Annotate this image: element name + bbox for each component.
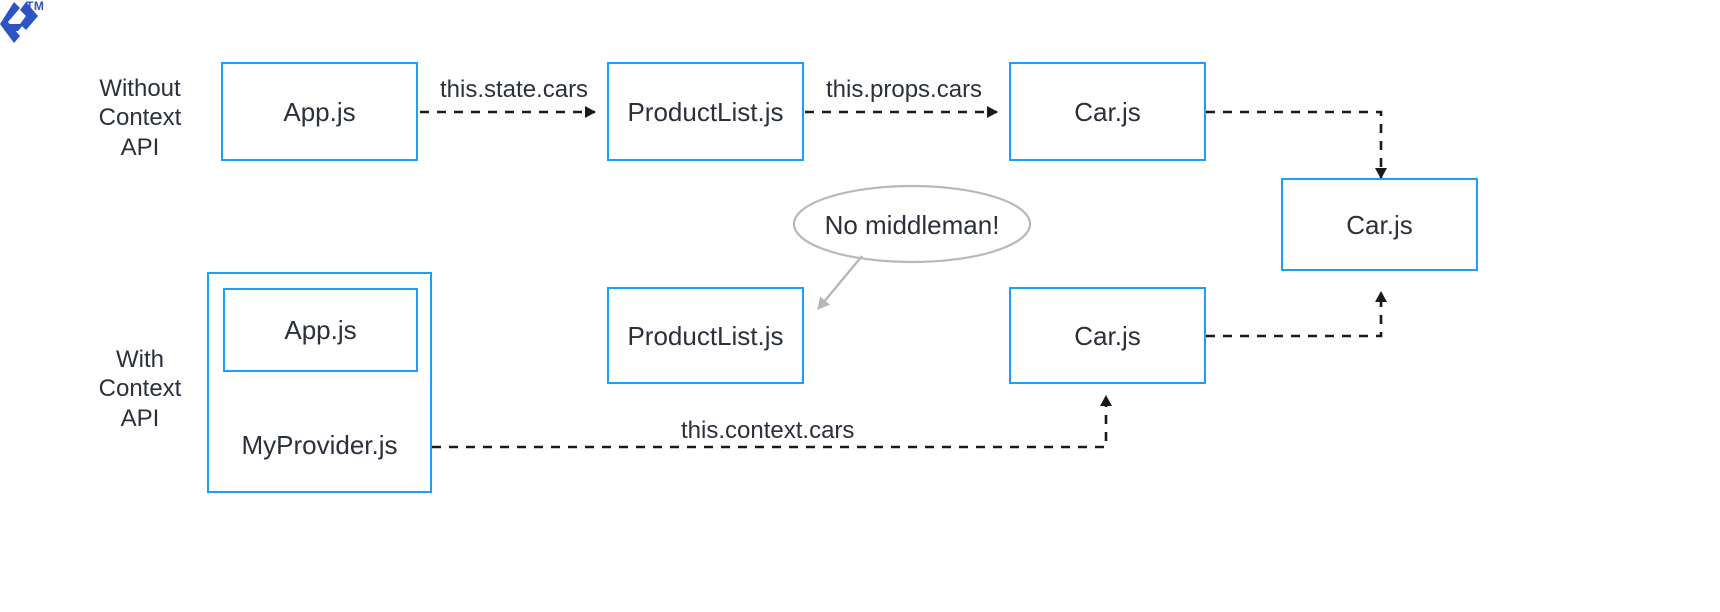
node-car-js-bottom[interactable]: Car.js bbox=[1009, 287, 1206, 384]
row-label-with-context-api: With Context API bbox=[98, 346, 182, 432]
callout-pointer-icon bbox=[817, 255, 863, 310]
node-car-js-top[interactable]: Car.js bbox=[1009, 62, 1206, 161]
node-label: Car.js bbox=[1074, 96, 1141, 127]
lucidchart-logo-icon: TM bbox=[0, 0, 48, 50]
edge-top-car-to-right-car bbox=[1206, 110, 1387, 179]
node-car-js-right[interactable]: Car.js bbox=[1281, 178, 1478, 271]
callout-label-no-middleman: No middleman! bbox=[824, 210, 1000, 240]
node-label: Car.js bbox=[1346, 209, 1413, 240]
row-label-without-context-api: Without Context API bbox=[98, 75, 182, 161]
node-my-provider-js[interactable]: App.js MyProvider.js bbox=[207, 272, 432, 493]
node-label: MyProvider.js bbox=[241, 430, 398, 460]
node-label: ProductList.js bbox=[627, 320, 784, 351]
trademark-label: TM bbox=[26, 0, 45, 13]
edge-label-this-props-cars: this.props.cars bbox=[823, 76, 986, 104]
edge-this-context-cars bbox=[432, 395, 1112, 449]
node-app-js-bottom[interactable]: App.js bbox=[223, 288, 418, 372]
edge-label-this-state-cars: this.state.cars bbox=[437, 76, 592, 104]
node-product-list-js-top[interactable]: ProductList.js bbox=[607, 62, 804, 161]
callout-bubble bbox=[792, 184, 1032, 264]
logo-mark-icon bbox=[0, 2, 38, 43]
node-label: App.js bbox=[284, 315, 357, 345]
edge-label-this-context-cars: this.context.cars bbox=[678, 417, 858, 445]
node-label: ProductList.js bbox=[627, 96, 784, 127]
node-label: Car.js bbox=[1074, 320, 1141, 351]
node-app-js-top[interactable]: App.js bbox=[221, 62, 418, 161]
node-product-list-js-bottom[interactable]: ProductList.js bbox=[607, 287, 804, 384]
node-label: App.js bbox=[283, 96, 356, 127]
edge-bottom-car-to-right-car bbox=[1206, 291, 1387, 338]
